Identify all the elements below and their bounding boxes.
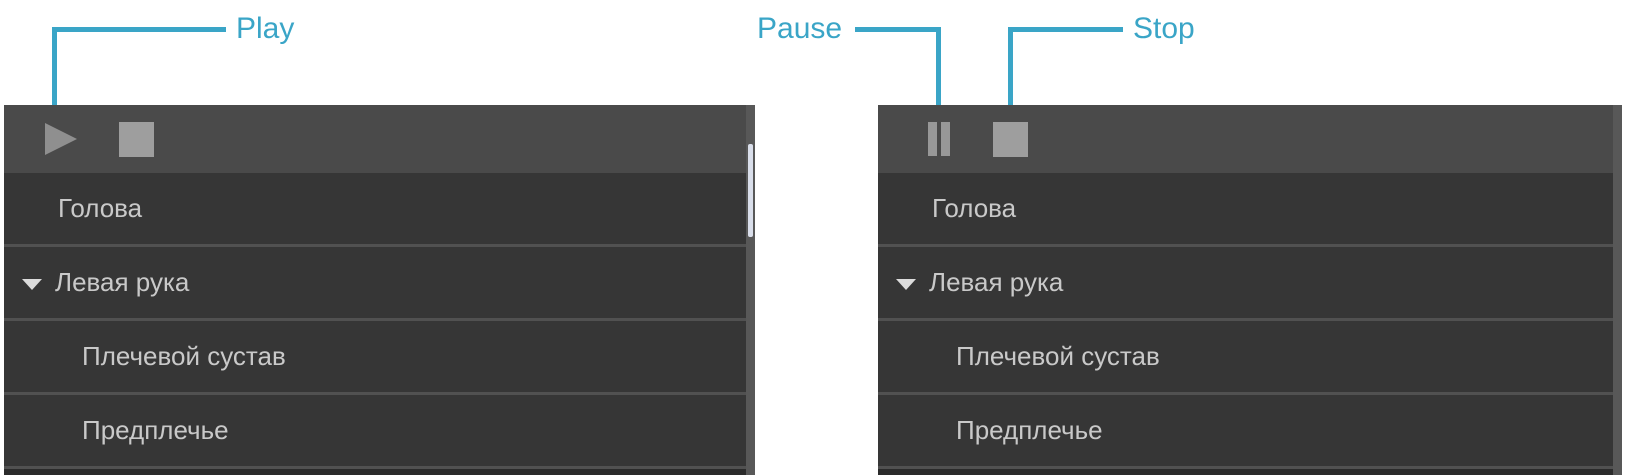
scrollbar[interactable] <box>1613 105 1622 475</box>
pause-bar-left <box>928 122 937 156</box>
playback-toolbar <box>878 105 1622 173</box>
tree-item-golova[interactable]: Голова <box>878 173 1622 247</box>
tree-item-levaya-ruka[interactable]: Левая рука <box>878 247 1622 321</box>
tree-item-plechevoy-sustav[interactable]: Плечевой сустав <box>4 321 755 395</box>
tree-item-label: Левая рука <box>55 267 190 297</box>
pause-callout-line-vertical <box>936 27 941 116</box>
tree-item-plechevoy-sustav[interactable]: Плечевой сустав <box>878 321 1622 395</box>
tree-item-label: Предплечье <box>82 415 229 445</box>
animation-panel-play-state: Голова Левая рука Плечевой сустав Предпл… <box>4 105 755 475</box>
tree-item-label: Голова <box>932 193 1017 223</box>
tree-item-golova[interactable]: Голова <box>4 173 755 247</box>
tree-item-label: Предплечье <box>956 415 1103 445</box>
pause-callout-line-horizontal <box>855 27 941 32</box>
play-callout-line-horizontal <box>52 27 226 32</box>
clipped-next-row <box>878 469 1622 475</box>
playback-toolbar <box>4 105 755 173</box>
animation-panel-pause-state: Голова Левая рука Плечевой сустав Предпл… <box>878 105 1622 475</box>
tree-item-label: Плечевой сустав <box>956 341 1160 371</box>
scrollbar-thumb[interactable] <box>748 144 753 237</box>
stop-icon <box>993 121 1028 157</box>
tree-item-label: Плечевой сустав <box>82 341 286 371</box>
stop-callout-line-vertical <box>1008 27 1013 116</box>
play-callout-line-vertical <box>52 27 57 116</box>
tree-item-predpleche[interactable]: Предплечье <box>4 395 755 469</box>
play-callout-label: Play <box>236 12 295 45</box>
scrollbar[interactable] <box>746 105 755 475</box>
play-button[interactable] <box>45 123 77 155</box>
collapse-triangle-icon[interactable] <box>22 278 42 290</box>
stop-button[interactable] <box>119 121 154 157</box>
clipped-next-row <box>4 469 755 475</box>
tree-item-levaya-ruka[interactable]: Левая рука <box>4 247 755 321</box>
stop-button[interactable] <box>993 121 1028 157</box>
pause-callout-label: Pause <box>757 12 843 45</box>
pause-icon <box>928 122 950 156</box>
tree-item-label: Голова <box>58 193 143 223</box>
pause-bar-right <box>941 122 950 156</box>
stop-callout-line-horizontal <box>1008 27 1123 32</box>
collapse-triangle-icon[interactable] <box>896 278 916 290</box>
tree-item-label: Левая рука <box>929 267 1064 297</box>
play-icon <box>45 123 77 155</box>
stop-icon <box>119 121 154 157</box>
stop-callout-label: Stop <box>1133 12 1195 45</box>
tree-item-predpleche[interactable]: Предплечье <box>878 395 1622 469</box>
pause-button[interactable] <box>928 122 950 156</box>
